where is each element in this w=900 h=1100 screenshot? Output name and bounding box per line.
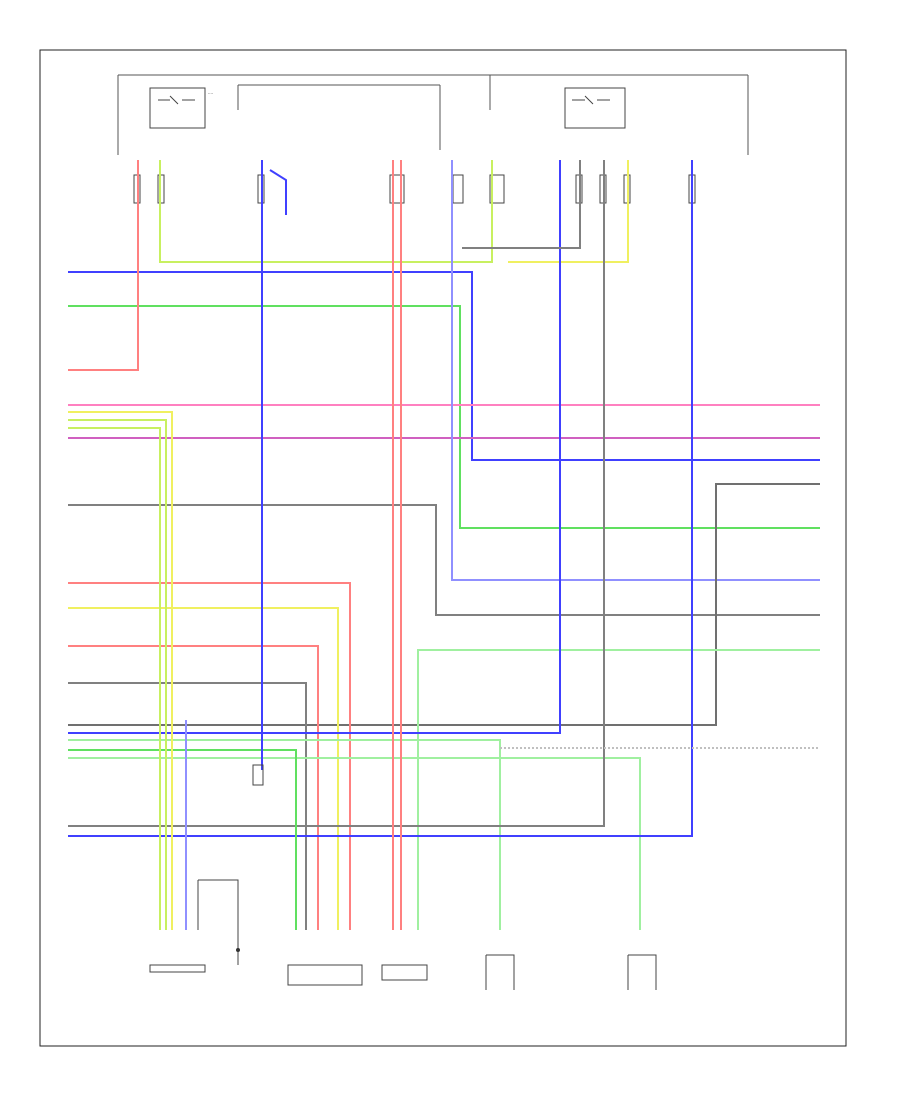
top-power-bus: [117, 74, 749, 155]
component-sensor-3: [627, 954, 657, 990]
diagram-frame: [39, 49, 847, 1047]
wire-blue-vertical: [261, 160, 287, 770]
wire-red-left: [68, 160, 139, 371]
component-sensor-2: [485, 954, 515, 990]
wire-green-top: [68, 305, 820, 529]
wire-gray-branch: [68, 682, 307, 930]
wire-red-branch: [68, 582, 351, 930]
wire-red-vertical: [392, 160, 402, 930]
ground-connector: [252, 764, 264, 786]
component-left-module: [149, 879, 240, 973]
svg-text:····: ····: [208, 91, 213, 96]
wire-green-long: [68, 749, 297, 930]
wire-yellow-green-bus: [159, 160, 629, 263]
relay-left: ····: [149, 87, 213, 129]
component-sensor-1: [381, 964, 428, 981]
component-center-module: [287, 964, 363, 986]
relay-right: [564, 87, 626, 129]
wire-green-right: [68, 649, 820, 930]
wire-left-vertical-bundle: [68, 411, 187, 930]
wire-blue-horizontal: [68, 160, 693, 837]
wire-dark-gray-right: [68, 483, 820, 726]
wire-yellow-branch: [68, 607, 339, 930]
wire-blue-top: [68, 271, 820, 461]
wire-light-blue-mid: [451, 160, 820, 581]
top-connector-pins: [133, 174, 696, 204]
wire-gray-mid: [68, 504, 820, 616]
wire-gray-lower: [68, 160, 605, 827]
